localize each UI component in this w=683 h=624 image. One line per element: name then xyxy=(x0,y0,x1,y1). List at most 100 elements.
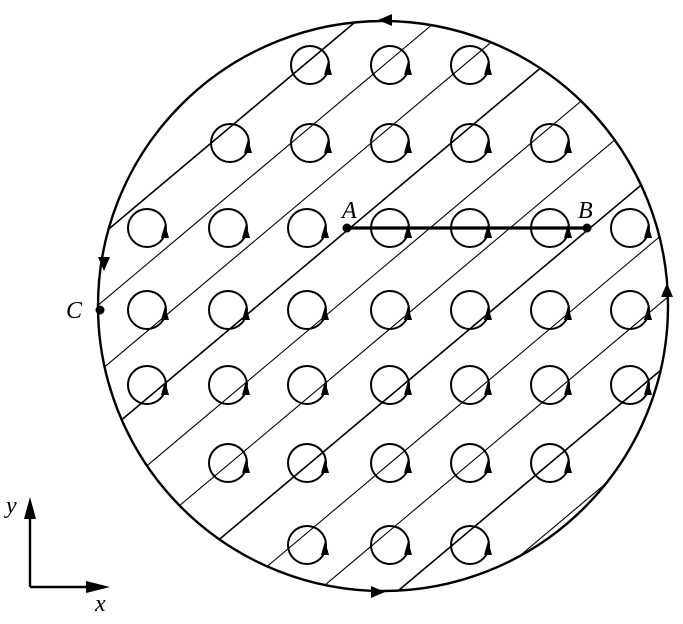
vortex xyxy=(208,365,250,405)
vortex-arrow-icon xyxy=(404,306,412,320)
vortex xyxy=(287,443,329,483)
vortex-arrow-icon xyxy=(404,61,412,75)
vortex-arrow-icon xyxy=(321,224,329,238)
vortex xyxy=(287,365,329,405)
vortex-arrow-icon xyxy=(244,139,252,153)
right-arrow-icon xyxy=(661,283,673,297)
vortex xyxy=(287,525,329,565)
vortex xyxy=(530,290,572,330)
streamline xyxy=(98,21,668,591)
point-label-C: C xyxy=(66,298,83,324)
vortex xyxy=(610,365,652,405)
bottom-arrow-icon xyxy=(371,586,385,598)
vortex xyxy=(450,365,492,405)
vortex-arrow-icon xyxy=(404,139,412,153)
vortex-arrow-icon xyxy=(564,306,572,320)
vortex-lattice xyxy=(127,45,652,565)
vortex-arrow-icon xyxy=(564,381,572,395)
streamline xyxy=(169,21,668,591)
vortex-arrow-icon xyxy=(484,61,492,75)
outer-contour-circle xyxy=(96,19,670,593)
point-C-dot xyxy=(95,305,105,315)
streamline xyxy=(329,21,668,591)
vortex-arrow-icon xyxy=(564,224,572,238)
vortex xyxy=(127,365,169,405)
vortex-arrow-icon xyxy=(324,139,332,153)
vortex-arrow-icon xyxy=(404,381,412,395)
streamline xyxy=(98,21,371,591)
vortex xyxy=(450,525,492,565)
vortex xyxy=(450,443,492,483)
streamline xyxy=(98,21,668,591)
vortex-arrow-icon xyxy=(644,306,652,320)
contour-direction-arrows xyxy=(98,14,673,598)
vortex xyxy=(370,290,412,330)
point-label-B: B xyxy=(578,198,593,224)
vortex-arrow-icon xyxy=(242,224,250,238)
top-arrow-icon xyxy=(378,14,392,26)
vortex-arrow-icon xyxy=(324,61,332,75)
vortex-arrow-icon xyxy=(321,459,329,473)
vortex xyxy=(127,290,169,330)
axis-label-x: x xyxy=(95,591,106,617)
streamline xyxy=(569,21,668,591)
left-arrow-icon xyxy=(98,257,110,271)
vortex-arrow-icon xyxy=(564,139,572,153)
vortex xyxy=(208,290,250,330)
vortex xyxy=(370,443,412,483)
x-axis-arrow-icon xyxy=(86,581,110,593)
vortex-arrow-icon xyxy=(161,224,169,238)
vortex xyxy=(530,443,572,483)
vortex-arrow-icon xyxy=(242,459,250,473)
vortex xyxy=(370,525,412,565)
axis-label-y: y xyxy=(6,493,17,519)
point-B-dot xyxy=(582,223,592,233)
vortex xyxy=(610,208,652,248)
vortex-arrow-icon xyxy=(242,306,250,320)
vortex-arrow-icon xyxy=(484,381,492,395)
vortex xyxy=(208,443,250,483)
vortex xyxy=(450,45,492,85)
vortex xyxy=(287,290,329,330)
vortex xyxy=(530,123,572,163)
point-A-dot xyxy=(342,223,352,233)
point-label-A: A xyxy=(342,198,357,224)
vortex-arrow-icon xyxy=(161,306,169,320)
streamline xyxy=(489,21,668,591)
vortex xyxy=(370,123,412,163)
vortex-arrow-icon xyxy=(644,381,652,395)
vortex-arrow-icon xyxy=(404,459,412,473)
y-axis-arrow-icon xyxy=(24,497,36,519)
vortex xyxy=(370,365,412,405)
vortex xyxy=(287,208,329,248)
vortex xyxy=(208,208,250,248)
vortex-arrow-icon xyxy=(484,139,492,153)
vortex-arrow-icon xyxy=(404,224,412,238)
coordinate-axes xyxy=(24,497,110,593)
vortex-arrow-icon xyxy=(321,381,329,395)
vortex-arrow-icon xyxy=(484,306,492,320)
streamline xyxy=(98,21,611,591)
vortex-arrow-icon xyxy=(161,381,169,395)
vortex xyxy=(370,45,412,85)
vortex-arrow-icon xyxy=(484,224,492,238)
vortex xyxy=(290,123,332,163)
vortex xyxy=(450,123,492,163)
vortex-arrow-icon xyxy=(321,306,329,320)
vortex-arrow-icon xyxy=(404,541,412,555)
vortex-arrow-icon xyxy=(564,459,572,473)
vortex xyxy=(610,290,652,330)
streamline xyxy=(249,21,668,591)
streamline xyxy=(98,21,211,591)
labeled-points xyxy=(95,223,592,315)
vortex-arrow-icon xyxy=(242,381,250,395)
vortex xyxy=(530,365,572,405)
vortex xyxy=(450,290,492,330)
vortex-arrow-icon xyxy=(484,541,492,555)
vortex xyxy=(290,45,332,85)
vortex xyxy=(210,123,252,163)
streamline xyxy=(409,21,668,591)
